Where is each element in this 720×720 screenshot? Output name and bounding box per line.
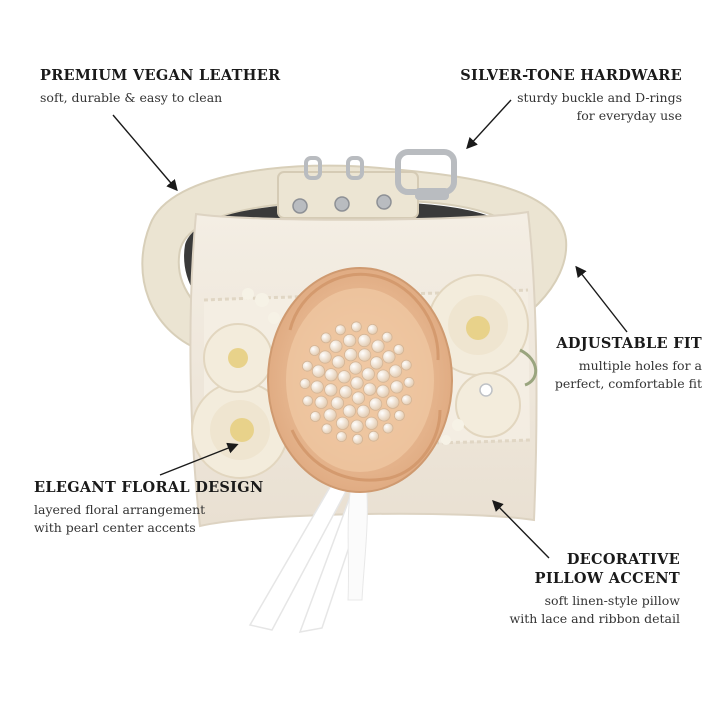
pearl: [324, 383, 338, 397]
pearl: [324, 368, 338, 382]
ivory-flowers-right: [427, 274, 538, 445]
title-line: DECORATIVE: [566, 551, 680, 568]
pearl: [334, 324, 346, 336]
pearl: [386, 395, 400, 409]
pearl: [352, 433, 364, 445]
pearl: [401, 394, 413, 406]
pearl: [311, 364, 326, 378]
pearl: [302, 395, 314, 407]
desc-line: soft, durable & easy to clean: [40, 90, 223, 105]
pearl: [323, 408, 337, 422]
pearl: [337, 370, 351, 384]
desc-line: for everyday use: [576, 108, 682, 123]
collar: [141, 149, 568, 352]
pearl: [376, 369, 390, 383]
desc-line: perfect, comfortable fit: [554, 376, 702, 391]
callout-vegan-leather: PREMIUM VEGAN LEATHER soft, durable & ea…: [40, 66, 330, 107]
callout-floral-design: ELEGANT FLORAL DESIGN layered floral arr…: [34, 478, 294, 537]
callout-pillow-accent: DECORATIVE PILLOW ACCENT soft linen-styl…: [470, 550, 680, 628]
pearl: [381, 331, 393, 343]
pearl: [339, 385, 353, 399]
pearl: [299, 378, 311, 390]
pearl: [393, 344, 405, 355]
pearl: [356, 404, 370, 418]
pearl: [376, 384, 390, 398]
callout-desc: sturdy buckle and D-rings for everyday u…: [382, 89, 682, 125]
pearl: [310, 380, 324, 394]
desc-line: soft linen-style pillow: [544, 593, 680, 608]
pearl: [350, 419, 364, 433]
callout-desc: layered floral arrangement with pearl ce…: [34, 501, 294, 537]
callout-title: ADJUSTABLE FIT: [556, 335, 702, 352]
pearl: [350, 321, 362, 333]
callout-title: SILVER-TONE HARDWARE: [460, 67, 682, 84]
pearl: [371, 339, 385, 353]
desc-line: with lace and ribbon detail: [509, 611, 680, 626]
pearl: [390, 380, 404, 394]
desc-line: layered floral arrangement: [34, 502, 206, 517]
pearl: [361, 367, 375, 381]
pearl: [368, 430, 380, 442]
pearl-cluster: [299, 321, 415, 445]
pearl: [363, 382, 377, 396]
callout-silver-hardware: SILVER-TONE HARDWARE sturdy buckle and D…: [382, 66, 682, 125]
pearl: [330, 396, 344, 410]
pearl: [314, 395, 328, 409]
callout-desc: soft, durable & easy to clean: [40, 89, 330, 107]
callout-desc: multiple holes for a perfect, comfortabl…: [502, 357, 702, 393]
desc-line: sturdy buckle and D-rings: [517, 90, 682, 105]
pearl: [400, 359, 412, 371]
callout-desc: soft linen-style pillow with lace and ri…: [470, 592, 680, 628]
desc-line: with pearl center accents: [34, 520, 196, 535]
pearl: [309, 345, 321, 356]
pearl: [309, 411, 321, 422]
pearl: [342, 333, 357, 348]
callout-adjustable-fit: ADJUSTABLE FIT multiple holes for a perf…: [502, 334, 702, 393]
pearl: [377, 408, 391, 422]
callout-title: DECORATIVE PILLOW ACCENT: [470, 550, 680, 588]
pearl: [357, 348, 372, 362]
pearl: [318, 350, 332, 364]
pearl: [369, 356, 384, 370]
pearl: [301, 360, 313, 372]
callout-title: ELEGANT FLORAL DESIGN: [34, 479, 264, 496]
callout-title: PREMIUM VEGAN LEATHER: [40, 67, 281, 84]
pearl: [403, 376, 415, 388]
pearl: [344, 348, 358, 362]
pearl: [364, 416, 379, 430]
pearl: [351, 391, 365, 405]
pearl: [382, 350, 396, 364]
pearl: [393, 410, 405, 421]
pearl: [350, 376, 364, 390]
pearl: [329, 339, 343, 353]
pearl: [320, 332, 332, 344]
title-line: PILLOW ACCENT: [534, 570, 680, 587]
pearl: [321, 423, 333, 435]
pearl: [357, 333, 371, 348]
pearl: [348, 361, 363, 375]
pearl: [342, 404, 356, 418]
ribbon: [248, 468, 373, 633]
pearl: [382, 422, 394, 434]
pearl: [335, 416, 350, 430]
desc-line: multiple holes for a: [578, 358, 702, 373]
pearl: [336, 431, 347, 443]
pearl: [388, 364, 403, 378]
pearl: [368, 397, 383, 411]
pearl: [331, 355, 345, 369]
pearl: [367, 323, 378, 335]
